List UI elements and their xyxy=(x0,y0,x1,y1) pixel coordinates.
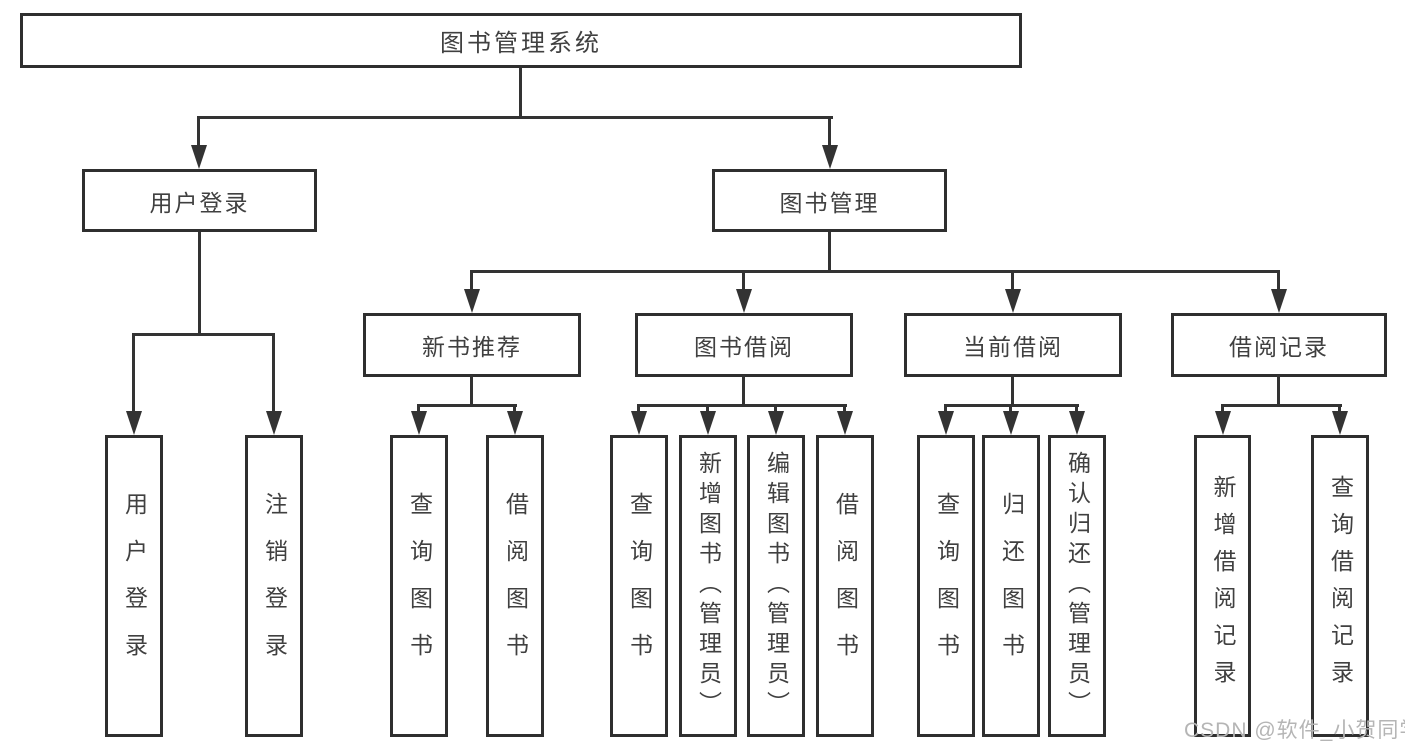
connector xyxy=(1011,270,1014,292)
connector xyxy=(470,375,473,406)
connector xyxy=(417,404,420,414)
arrowhead xyxy=(1215,411,1231,435)
node-book-borrow: 图书借阅 xyxy=(635,313,853,377)
arrowhead xyxy=(266,411,282,435)
leaf-query-books-1: 查询图书 xyxy=(390,435,448,737)
leaf-add-borrow-record: 新增借阅记录 xyxy=(1194,435,1251,737)
node-current-borrow: 当前借阅 xyxy=(904,313,1122,377)
leaf-edit-book-admin: 编辑图书（管理员） xyxy=(747,435,805,737)
connector xyxy=(774,404,777,414)
connector xyxy=(1221,404,1342,407)
connector xyxy=(417,404,517,407)
connector xyxy=(1009,404,1012,414)
arrowhead xyxy=(411,411,427,435)
arrowhead xyxy=(126,411,142,435)
leaf-return-book: 归还图书 xyxy=(982,435,1040,737)
connector xyxy=(828,232,831,272)
leaf-borrow-books-2: 借阅图书 xyxy=(816,435,874,737)
leaf-confirm-return-admin: 确认归还（管理员） xyxy=(1048,435,1106,737)
leaf-add-book-admin: 新增图书（管理员） xyxy=(679,435,737,737)
connector xyxy=(197,116,200,146)
connector xyxy=(470,270,1280,273)
node-root: 图书管理系统 xyxy=(20,13,1022,68)
node-new-book-recommend: 新书推荐 xyxy=(363,313,581,377)
connector xyxy=(742,270,745,292)
connector xyxy=(198,232,201,335)
connector xyxy=(1075,404,1078,414)
arrowhead xyxy=(631,411,647,435)
arrowhead xyxy=(507,411,523,435)
leaf-query-books-2: 查询图书 xyxy=(610,435,668,737)
connector xyxy=(197,116,833,119)
connector xyxy=(1277,375,1280,406)
arrowhead xyxy=(837,411,853,435)
leaf-borrow-books-1: 借阅图书 xyxy=(486,435,544,737)
arrowhead xyxy=(822,145,838,169)
connector xyxy=(272,333,275,413)
node-borrow-records: 借阅记录 xyxy=(1171,313,1387,377)
connector xyxy=(944,404,947,414)
connector xyxy=(637,404,847,407)
connector xyxy=(742,375,745,406)
node-user-login: 用户登录 xyxy=(82,169,317,232)
node-current-borrow-label: 当前借阅 xyxy=(963,334,1063,360)
node-book-management-label: 图书管理 xyxy=(779,189,880,216)
connector xyxy=(1221,404,1224,414)
node-book-borrow-label: 图书借阅 xyxy=(694,334,794,360)
arrowhead xyxy=(700,411,716,435)
arrowhead xyxy=(1005,289,1021,313)
arrowhead xyxy=(938,411,954,435)
connector xyxy=(519,68,522,118)
node-new-book-recommend-label: 新书推荐 xyxy=(422,334,522,360)
arrowhead xyxy=(191,145,207,169)
connector xyxy=(470,270,473,292)
connector xyxy=(1338,404,1341,414)
node-root-label: 图书管理系统 xyxy=(440,30,602,57)
leaf-user-login: 用户登录 xyxy=(105,435,163,737)
arrowhead xyxy=(736,289,752,313)
leaf-logout: 注销登录 xyxy=(245,435,303,737)
leaf-query-books-3: 查询图书 xyxy=(917,435,975,737)
connector xyxy=(706,404,709,414)
arrowhead xyxy=(1069,411,1085,435)
connector xyxy=(132,333,135,413)
arrowhead xyxy=(1271,289,1287,313)
arrowhead xyxy=(1003,411,1019,435)
node-borrow-records-label: 借阅记录 xyxy=(1229,334,1329,360)
arrowhead xyxy=(464,289,480,313)
node-book-management: 图书管理 xyxy=(712,169,947,232)
arrowhead xyxy=(768,411,784,435)
connector xyxy=(513,404,516,414)
watermark: CSDN @软件_小贺同学 xyxy=(1184,719,1405,742)
connector xyxy=(843,404,846,414)
connector xyxy=(132,333,275,336)
connector xyxy=(637,404,640,414)
connector xyxy=(1011,375,1014,406)
connector xyxy=(1277,270,1280,292)
connector xyxy=(828,116,831,146)
arrowhead xyxy=(1332,411,1348,435)
leaf-query-borrow-record: 查询借阅记录 xyxy=(1311,435,1369,737)
node-user-login-label: 用户登录 xyxy=(149,189,250,216)
